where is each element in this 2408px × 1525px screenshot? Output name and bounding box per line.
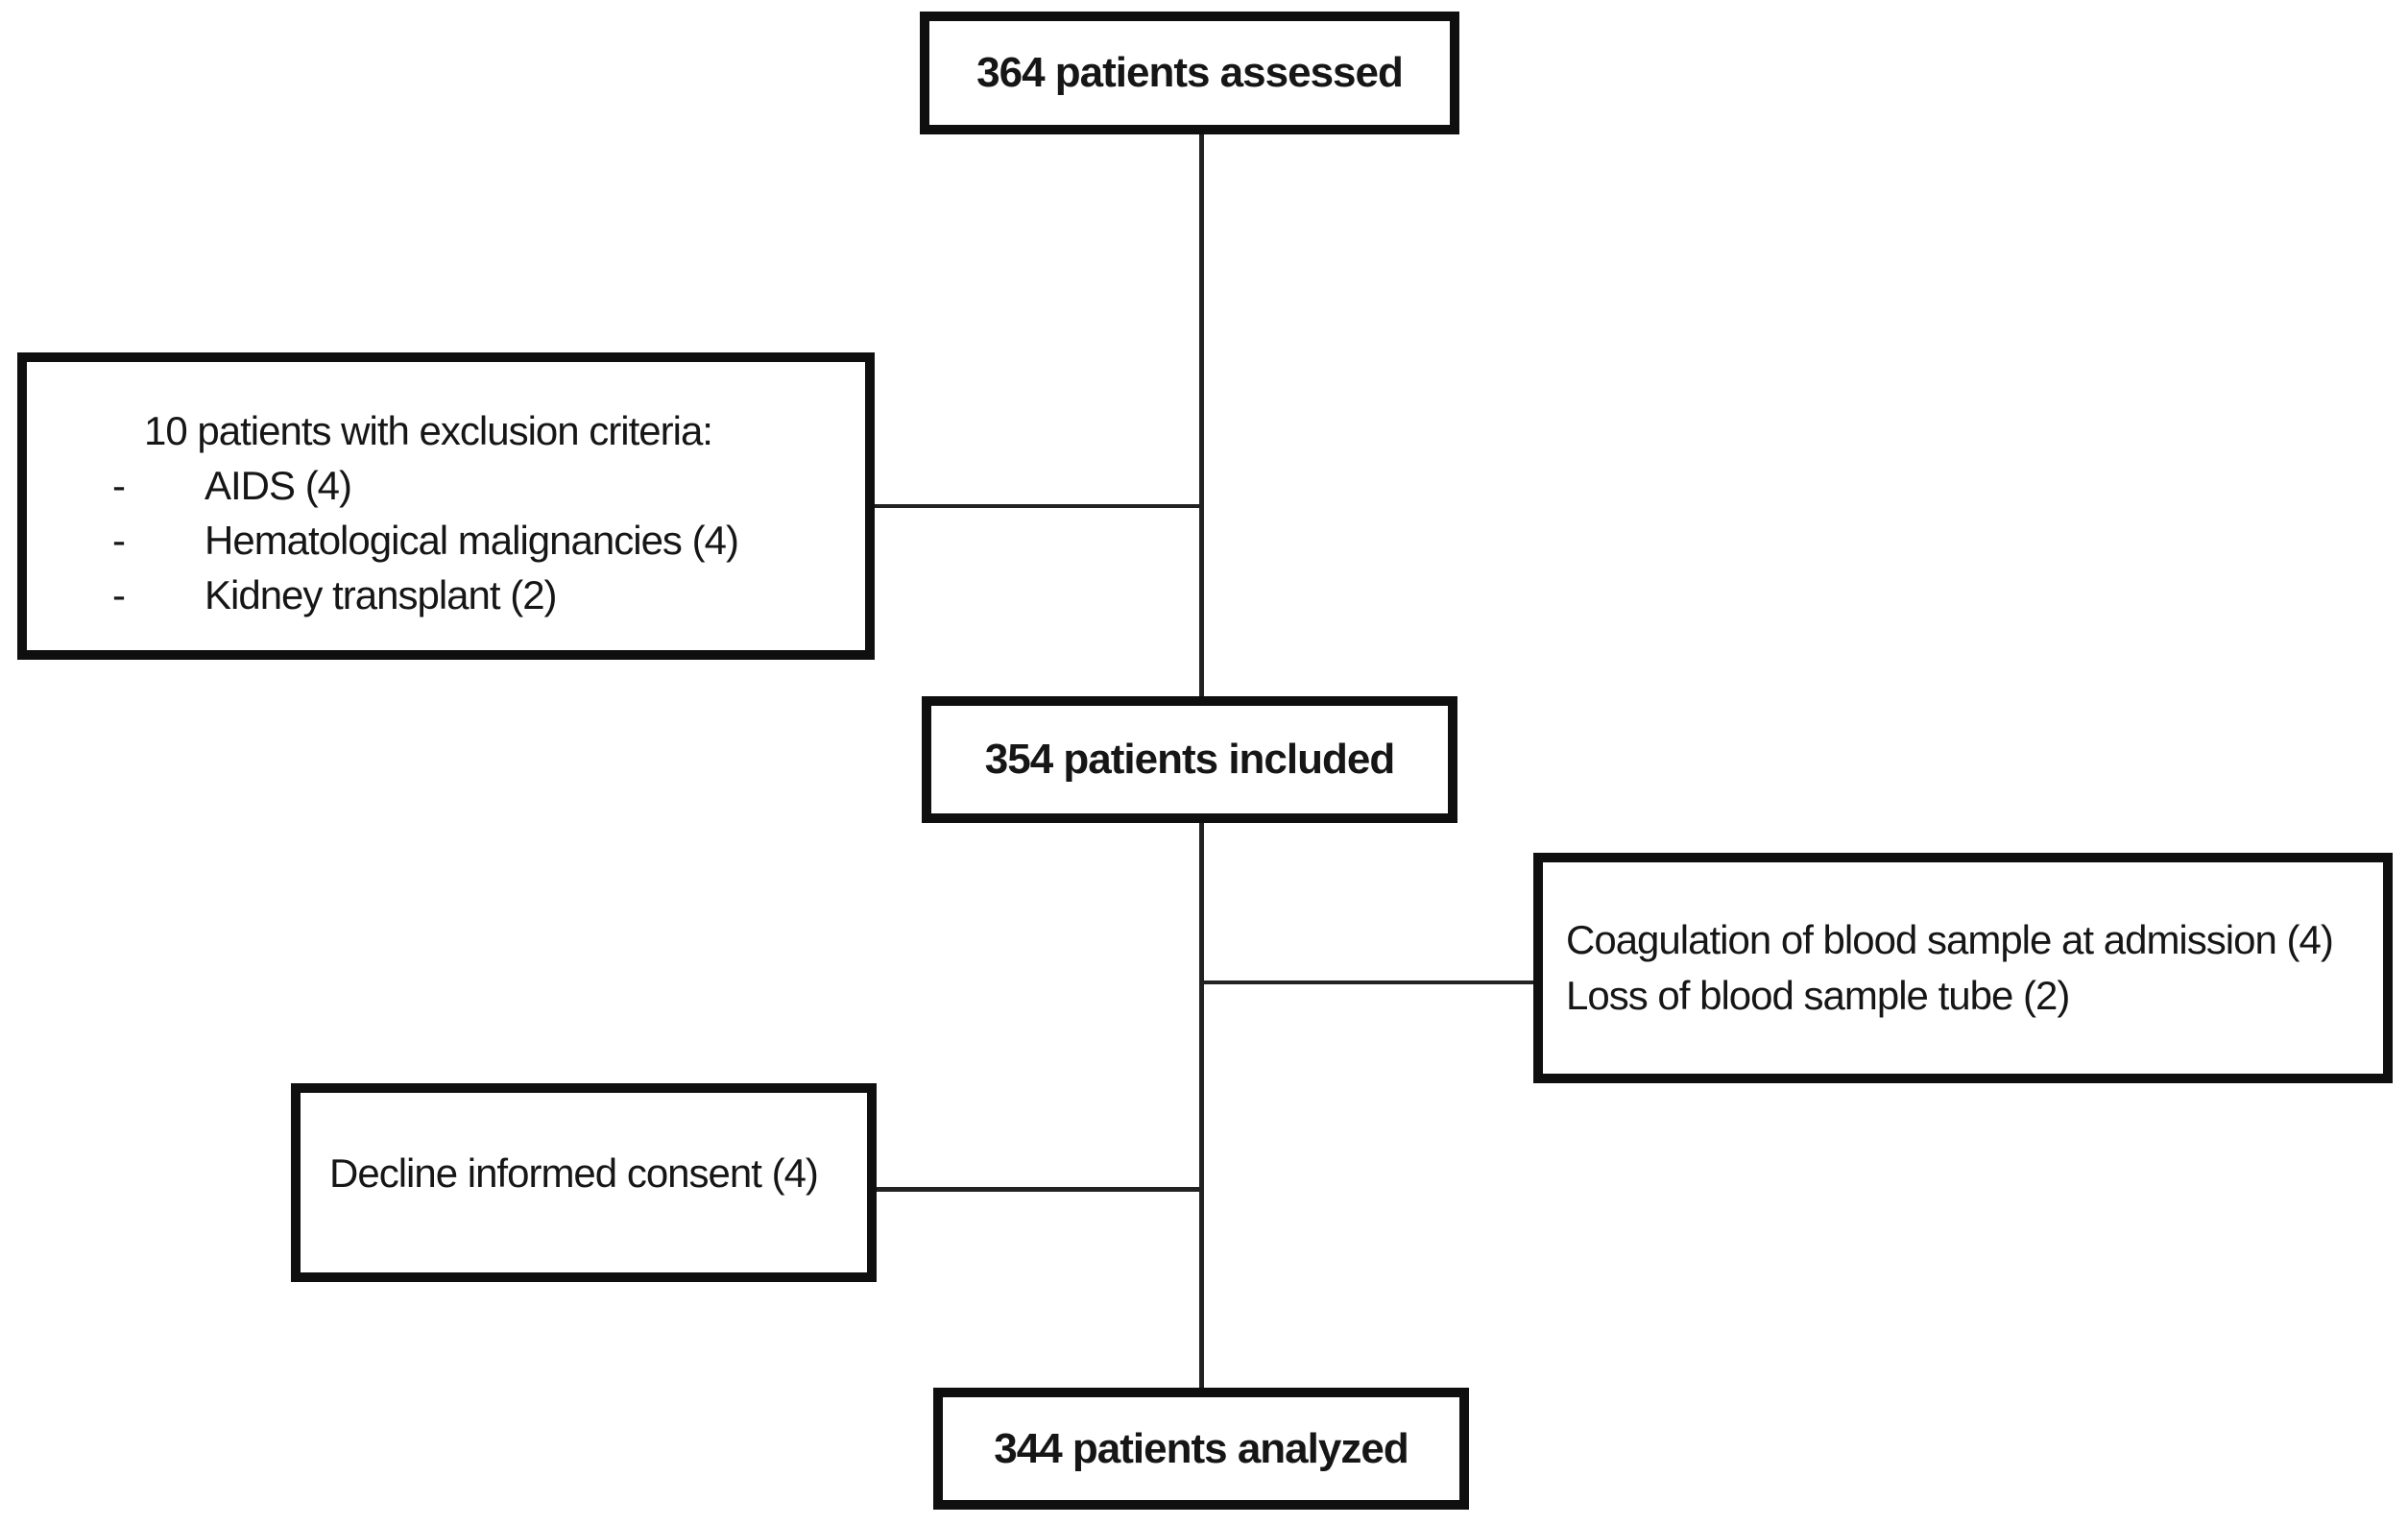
patients-analyzed-label: 344 patients analyzed bbox=[994, 1424, 1409, 1472]
sample-issue-tube-loss: Loss of blood sample tube (2) bbox=[1566, 973, 2070, 1018]
declined-consent-label: Decline informed consent (4) bbox=[329, 1150, 819, 1196]
exclusion-item-label: Kidney transplant (2) bbox=[205, 572, 558, 617]
exclusion-item-aids: - AIDS (4) bbox=[27, 458, 865, 513]
exclusion-criteria-heading: 10 patients with exclusion criteria: bbox=[144, 408, 713, 453]
connector-included-to-analyzed bbox=[1199, 823, 1204, 1388]
exclusion-item-label: Hematological malignancies (4) bbox=[205, 518, 739, 563]
list-dash-marker: - bbox=[112, 518, 126, 563]
connector-exclusion-branch bbox=[875, 504, 1201, 508]
node-exclusion-criteria: 10 patients with exclusion criteria: - A… bbox=[17, 352, 875, 660]
node-patients-assessed: 364 patients assessed bbox=[920, 12, 1459, 134]
exclusion-item-label: AIDS (4) bbox=[205, 463, 352, 508]
connector-assessed-to-included bbox=[1199, 134, 1204, 696]
connector-declined-branch bbox=[877, 1187, 1201, 1192]
node-declined-consent: Decline informed consent (4) bbox=[291, 1083, 877, 1282]
exclusion-item-hematological: - Hematological malignancies (4) bbox=[27, 513, 865, 568]
connector-sample-issues-branch bbox=[1202, 980, 1533, 984]
sample-issue-coagulation: Coagulation of blood sample at admission… bbox=[1566, 917, 2334, 962]
patients-assessed-label: 364 patients assessed bbox=[976, 49, 1404, 96]
node-patients-included: 354 patients included bbox=[922, 696, 1457, 823]
node-patients-analyzed: 344 patients analyzed bbox=[933, 1388, 1469, 1510]
patients-included-label: 354 patients included bbox=[984, 736, 1395, 783]
list-dash-marker: - bbox=[112, 572, 126, 617]
list-dash-marker: - bbox=[112, 463, 126, 508]
node-sample-issues: Coagulation of blood sample at admission… bbox=[1533, 853, 2393, 1083]
exclusion-item-kidney: - Kidney transplant (2) bbox=[27, 568, 865, 622]
